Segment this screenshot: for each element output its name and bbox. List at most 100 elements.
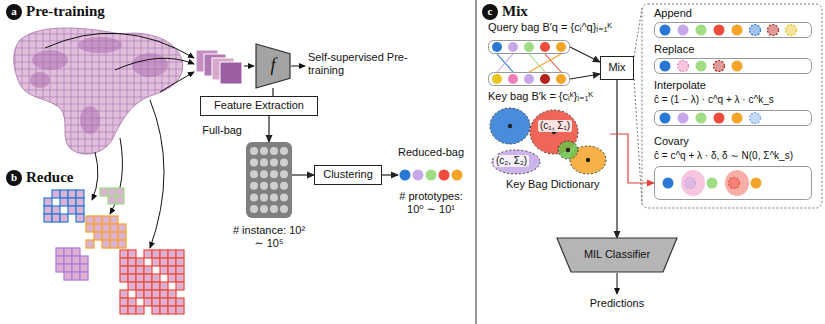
instance-dot bbox=[732, 25, 743, 36]
grid-line bbox=[8, 20, 190, 21]
grid-line bbox=[50, 20, 51, 162]
cluster-patch bbox=[102, 224, 110, 232]
augmented-instance bbox=[750, 113, 761, 124]
cluster-patch bbox=[102, 240, 110, 248]
instance-dot bbox=[250, 159, 258, 167]
cluster-patch bbox=[152, 282, 160, 290]
append-bar: Append bbox=[654, 22, 812, 38]
output-label: Self-supervised Pre-training bbox=[308, 51, 408, 77]
instance-dot bbox=[714, 113, 725, 124]
process-box: Clustering bbox=[314, 165, 382, 185]
instance-dot bbox=[400, 170, 411, 181]
grid-line bbox=[8, 20, 9, 162]
instance-dot bbox=[678, 113, 689, 124]
cluster-patch bbox=[168, 250, 176, 258]
cluster-patch bbox=[120, 258, 128, 266]
cluster-patch bbox=[110, 240, 118, 248]
instance-dot bbox=[250, 170, 258, 178]
instance-dot bbox=[260, 147, 268, 155]
cluster-patch bbox=[128, 274, 136, 282]
bag-frame bbox=[655, 23, 812, 38]
grid-line bbox=[8, 125, 190, 126]
tissue-stain bbox=[80, 106, 100, 134]
cluster-patch bbox=[52, 190, 60, 198]
grid-line bbox=[190, 20, 191, 162]
cluster-patch bbox=[128, 250, 136, 258]
instance-dot bbox=[439, 170, 450, 181]
cluster-patch bbox=[72, 264, 80, 272]
cluster-patch bbox=[44, 198, 52, 206]
cluster-patch bbox=[80, 272, 88, 280]
matching-line bbox=[545, 54, 561, 72]
cluster-patch bbox=[144, 266, 152, 274]
cluster-patch bbox=[120, 266, 128, 274]
reduced-bag: Reduced-bag# prototypes: 10⁰ ∼ 10¹ bbox=[398, 168, 464, 182]
instance-dot bbox=[280, 205, 288, 213]
panel-letter: b bbox=[6, 170, 22, 186]
instance-dot bbox=[260, 170, 268, 178]
instance-dot bbox=[678, 25, 689, 36]
cluster-patch bbox=[120, 306, 128, 314]
panel-letter: a bbox=[6, 4, 22, 20]
cluster-patch bbox=[56, 248, 64, 256]
cluster-patch bbox=[176, 282, 184, 290]
node-label: Query bag B′q = {cᵢ^q}ᵢ₌₁ᴷ bbox=[488, 21, 612, 34]
cluster-patch bbox=[120, 274, 128, 282]
instance-dot bbox=[413, 170, 424, 181]
grid-line bbox=[8, 55, 190, 56]
panel-divider bbox=[476, 0, 477, 324]
grid-line bbox=[176, 20, 177, 162]
instance-dot bbox=[280, 193, 288, 201]
cluster-patch bbox=[108, 196, 116, 204]
cluster-patch bbox=[44, 206, 52, 214]
cluster-patch bbox=[144, 282, 152, 290]
grid-line bbox=[64, 20, 65, 162]
cluster-patch bbox=[72, 248, 80, 256]
cluster-patch bbox=[136, 274, 144, 282]
cluster-patch bbox=[152, 274, 160, 282]
node-label: Covary bbox=[654, 135, 689, 148]
cluster-patch bbox=[120, 290, 128, 298]
grid-line bbox=[57, 20, 58, 162]
instance-dot bbox=[732, 113, 743, 124]
instance-dot bbox=[707, 178, 718, 189]
grid-line bbox=[99, 20, 100, 162]
connector bbox=[268, 116, 269, 142]
instance-dot bbox=[556, 42, 566, 52]
formula: ĉ = c^q + λ · δ, δ ∼ N(0, Σ^k_s) bbox=[654, 150, 793, 162]
cluster-patch bbox=[176, 298, 184, 306]
flow-arrow bbox=[291, 66, 305, 67]
instance-dot bbox=[492, 42, 502, 52]
tissue-stain bbox=[30, 72, 50, 88]
grid-line bbox=[8, 62, 190, 63]
cluster-patch bbox=[128, 266, 136, 274]
grid-line bbox=[8, 132, 190, 133]
cluster-patch bbox=[76, 190, 84, 198]
node-label: Clustering bbox=[323, 168, 373, 181]
cluster-patch bbox=[160, 282, 168, 290]
grid-line bbox=[106, 20, 107, 162]
cluster-patch bbox=[160, 306, 168, 314]
node-shape bbox=[654, 58, 812, 74]
cluster-patch bbox=[110, 216, 118, 224]
instance-dot bbox=[280, 147, 288, 155]
node-label: # prototypes: 10⁰ ∼ 10¹ bbox=[393, 190, 469, 216]
grid-line bbox=[8, 118, 190, 119]
cluster-patch bbox=[144, 298, 152, 306]
cluster-patch bbox=[60, 214, 68, 222]
cluster-patch bbox=[76, 198, 84, 206]
cluster-center bbox=[566, 148, 570, 152]
instance-dot bbox=[751, 178, 762, 189]
instance-dot bbox=[270, 147, 278, 155]
node-shape bbox=[398, 168, 464, 182]
cluster-patch bbox=[116, 188, 124, 196]
grid-line bbox=[71, 20, 72, 162]
encoder-symbol: f bbox=[270, 55, 275, 77]
cluster-patch bbox=[176, 258, 184, 266]
instance-dot bbox=[280, 159, 288, 167]
grid-line bbox=[8, 97, 190, 98]
instance-dot bbox=[260, 193, 268, 201]
instance-dot bbox=[660, 113, 671, 124]
cluster-patch bbox=[120, 298, 128, 306]
cluster-patch bbox=[68, 198, 76, 206]
